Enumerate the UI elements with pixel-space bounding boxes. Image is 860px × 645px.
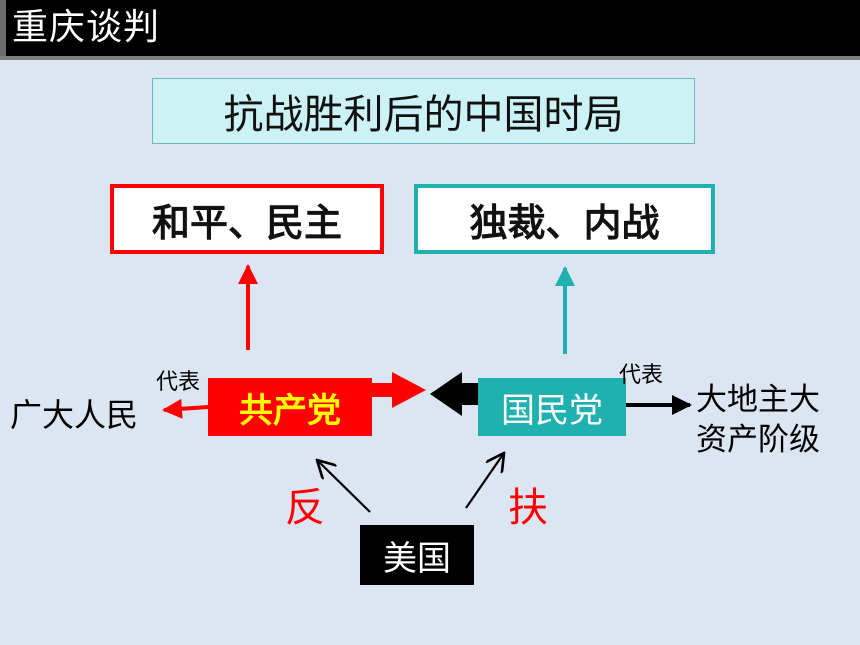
usa-box: 美国 [360, 525, 474, 585]
title-underline [0, 56, 860, 60]
represents-label-left: 代表 [156, 370, 201, 395]
title-bar: 重庆谈判 [0, 0, 860, 60]
arrow-usa-oppose-cpc [317, 460, 371, 513]
arrow-usa-support-kmt [465, 453, 504, 509]
relation-oppose: 反 [285, 485, 325, 531]
goal-box-dictatorship-civil-war: 独裁、内战 [414, 184, 715, 254]
confrontation-arrow-black [430, 372, 478, 416]
party-box-cpc: 共产党 [208, 378, 372, 436]
slide-title: 重庆谈判 [12, 7, 161, 48]
party-box-kmt: 国民党 [478, 378, 626, 436]
arrow-cpc-to-people [162, 398, 209, 419]
represented-landlords: 大地主大资产阶级 [696, 382, 820, 458]
represents-label-right: 代表 [619, 363, 664, 388]
goal-box-peace-democracy: 和平、民主 [110, 184, 384, 254]
title-bar-accent [0, 0, 6, 56]
topic-box: 抗战胜利后的中国时局 [152, 78, 695, 144]
confrontation-arrow-red [372, 372, 426, 408]
represented-people: 广大人民 [10, 396, 139, 434]
relation-support: 扶 [508, 485, 548, 531]
